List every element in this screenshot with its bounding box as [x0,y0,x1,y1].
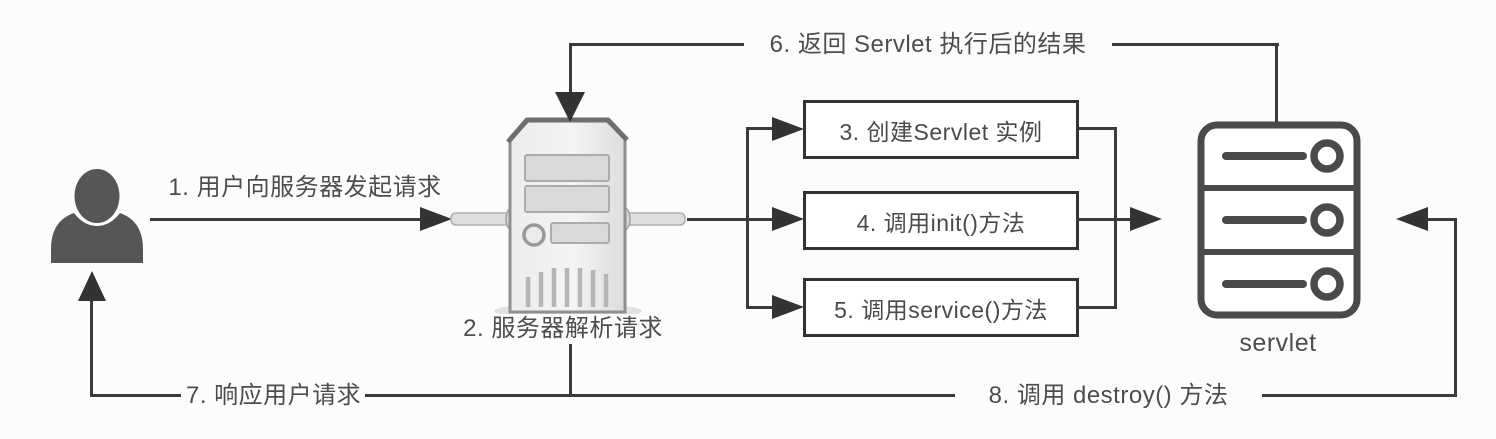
servlet-rack-icon [1197,121,1361,319]
step8-head-icon [1396,207,1428,231]
step4-box: 4. 调用init()方法 [803,191,1079,250]
arrow1-head-icon [420,207,452,231]
step1-label: 1. 用户向服务器发起请求 [168,174,442,201]
user-return-v [90,300,93,397]
branch-vertical [746,127,749,309]
step3-box: 3. 创建Servlet 实例 [803,100,1079,159]
step7-head-icon [78,271,106,301]
step2-label: 2. 服务器解析请求 [443,314,683,344]
step7-label: 7. 响应用户请求 [181,381,365,411]
server-tower-icon [450,117,686,319]
step6-head-icon [555,92,585,122]
arrow1-line [150,218,422,221]
step6-label: 6. 返回 Servlet 执行后的结果 [744,30,1112,60]
merge-stub-top [1077,127,1117,130]
branch-stub-top [746,127,774,130]
step8-line-h-top [1428,218,1457,221]
branch-head-top-icon [772,117,804,141]
branch-head-middle-icon [772,207,804,231]
step6-line-right-v [1275,43,1278,122]
step4-label: 4. 调用init()方法 [856,209,1026,236]
servlet-in-head-icon [1130,207,1162,231]
branch-stub-bottom [746,306,774,309]
step5-box: 5. 调用service()方法 [803,278,1079,337]
merge-out-line [1077,218,1130,221]
feed-line [687,218,773,221]
step3-label: 3. 创建Servlet 实例 [839,118,1043,145]
step6-line-left-v [569,43,572,94]
server-drop-v [569,344,572,397]
user-icon [51,169,143,263]
servlet-label: servlet [1239,329,1317,357]
step8-label: 8. 调用 destroy() 方法 [955,381,1262,411]
step8-line-v [1454,218,1457,397]
merge-stub-bottom [1077,306,1117,309]
step5-label: 5. 调用service()方法 [834,296,1048,323]
bottom-line-h [90,394,1457,397]
branch-head-bottom-icon [772,295,804,319]
